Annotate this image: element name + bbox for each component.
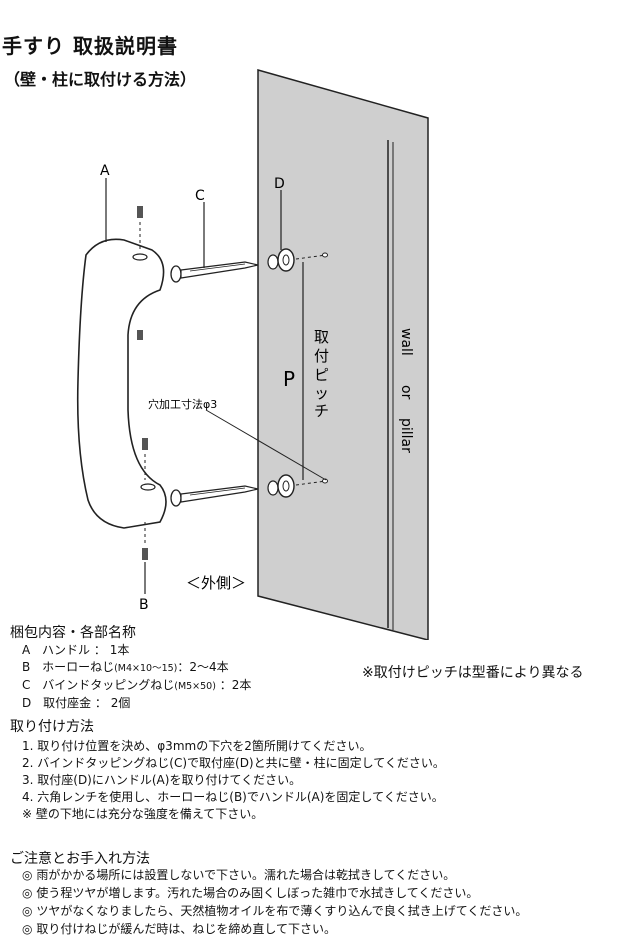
set-screw-b-top [137,206,143,340]
tapping-screw-c-top [170,261,259,283]
installation-diagram: wall or pillar [76,69,429,640]
leader-hole [205,409,327,481]
list-item: B ホーローねじ(M4×10～15)：2～4本 [22,660,229,674]
pitch-note: ※取付けピッチは型番により異なる [362,665,584,681]
page-subtitle: （壁・柱に取付ける方法） [4,70,197,89]
wall-panel [257,69,429,640]
outside-label: ＜外側＞ [186,574,246,592]
washer-d-top [267,248,328,272]
pillar-label: pillar [398,418,414,453]
bullet-icon: ◎ [22,868,33,882]
package-contents-list: A ハンドル ： 1本 B ホーローねじ(M4×10～15)：2～4本 C バイ… [22,642,251,712]
tapping-screw-c-bottom [170,485,259,507]
list-item: 3. 取付座(D)にハンドル(A)を取り付けてください。 [22,773,302,787]
list-item: 4. 六角レンチを使用し、ホーローねじ(B)でハンドル(A)を固定してください。 [22,790,444,804]
pitch-char-2: 付 [314,347,329,365]
list-item: ◎ 使う程ツヤが増します。汚れた場合のみ固くしぼった雑巾で水拭きしてください。 [22,886,479,900]
pitch-char-1: 取 [314,328,329,346]
bullet-icon: ◎ [22,904,33,918]
list-item: 1. 取り付け位置を決め、φ3mmの下穴を2箇所開けてください。 [22,739,372,753]
label-p: P [283,367,295,391]
set-screw-b-bottom [142,438,148,560]
list-item: ◎ 雨がかかる場所には設置しないで下さい。濡れた場合は乾拭きしてください。 [22,868,456,882]
bullet-icon: ◎ [22,922,33,936]
installation-title: 取り付け方法 [10,719,94,735]
care-title: ご注意とお手入れ方法 [10,851,150,867]
list-item: 2. バインドタッピングねじ(C)で取付座(D)と共に壁・柱に固定してください。 [22,756,445,770]
list-item: ◎ ツヤがなくなりましたら、天然植物オイルを布で薄くすり込んで良く拭き上げてくだ… [22,904,528,918]
list-item: ◎ 取り付けねじが緩んだ時は、ねじを締め直して下さい。 [22,922,336,936]
handle-a [76,238,167,529]
hole-size-label: 穴加工寸法φ3 [148,397,217,411]
list-item: D 取付座金 ： 2個 [22,696,131,710]
wall-label: wall [398,328,414,356]
list-item: C バインドタッピングねじ(M5×50) ：2本 [22,678,252,692]
pitch-char-5: チ [314,402,329,420]
bullet-icon: ◎ [22,886,33,900]
package-contents-title: 梱包内容・各部名称 [10,625,136,641]
label-a: A [100,163,110,179]
label-c: C [195,188,205,204]
care-list: ◎ 雨がかかる場所には設置しないで下さい。濡れた場合は乾拭きしてください。 ◎ … [22,866,527,938]
list-item: ※ 壁の下地には充分な強度を備えて下さい。 [22,807,264,821]
label-b: B [139,597,149,613]
or-label: or [398,385,414,400]
label-d: D [274,176,285,192]
pitch-char-4: ッ [314,384,329,402]
washer-d-bottom [267,474,328,498]
pitch-char-3: ピ [314,366,329,384]
page-title: 手すり 取扱説明書 [2,34,178,58]
list-item: A ハンドル ： 1本 [22,643,130,657]
installation-steps: 1. 取り付け位置を決め、φ3mmの下穴を2箇所開けてください。 2. バインド… [22,738,445,823]
